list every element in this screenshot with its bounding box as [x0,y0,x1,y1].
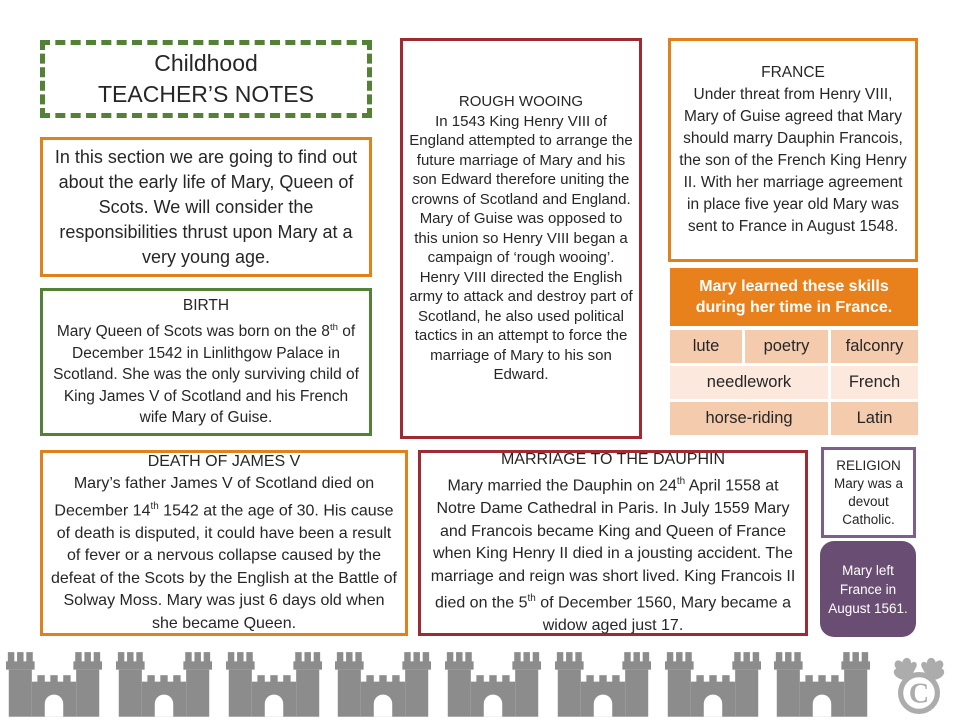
skill-cell: Latin [831,402,918,435]
castle-icon [6,652,102,717]
skill-cell: horse-riding [670,402,828,435]
skills-grid: lute poetry falconry needlework French h… [670,330,918,435]
religion-text: Mary was a devout Catholic. [833,475,904,527]
death-of-james-text: Mary’s father James V of Scotland died o… [51,475,397,632]
castle-icon [664,652,761,717]
castle-icon [445,652,541,717]
birth-text: Mary Queen of Scots was born on the 8th … [53,321,359,427]
rough-wooing-text: In 1543 King Henry VIII of England attem… [409,112,633,384]
skill-cell: falconry [831,330,918,363]
skills-table: Mary learned these skills during her tim… [670,268,918,435]
birth-box: BIRTH Mary Queen of Scots was born on th… [40,288,372,436]
skills-header: Mary learned these skills during her tim… [670,268,918,326]
title-box: Childhood TEACHER’S NOTES [40,40,372,118]
castle-border [0,649,960,717]
marriage-text: Mary married the Dauphin on 24th April 1… [430,476,796,634]
rough-wooing-box: ROUGH WOOING In 1543 King Henry VIII of … [400,38,642,439]
skill-cell: poetry [745,330,828,363]
castle-icon [335,652,432,717]
france-text: Under threat from Henry VIII, Mary of Gu… [679,86,907,235]
intro-text: In this section we are going to find out… [54,146,358,267]
skill-cell: needlework [670,366,828,399]
marriage-box: MARRIAGE TO THE DAUPHIN Mary married the… [418,450,808,636]
left-france-text: Mary left France in August 1561. [828,562,908,616]
left-france-box: Mary left France in August 1561. [820,541,916,637]
castle-icon [115,652,212,717]
marriage-title: MARRIAGE TO THE DAUPHIN [500,450,726,468]
slide-title: Childhood [154,50,258,76]
skill-cell: lute [670,330,742,363]
birth-title: BIRTH [182,297,230,315]
death-of-james-box: DEATH OF JAMES V Mary’s father James V o… [40,450,408,636]
copyright-moose-icon [884,655,954,717]
religion-box: RELIGION Mary was a devout Catholic. [821,447,916,538]
castle-icon [554,652,651,717]
rough-wooing-title: ROUGH WOOING [458,93,584,111]
skill-cell: French [831,366,918,399]
france-title: FRANCE [761,64,825,81]
france-box: FRANCE Under threat from Henry VIII, Mar… [668,38,918,262]
slide-subtitle: TEACHER’S NOTES [98,81,314,107]
intro-box: In this section we are going to find out… [40,137,372,277]
castle-icon [225,652,322,717]
religion-title: RELIGION [836,457,901,473]
death-of-james-title: DEATH OF JAMES V [147,452,301,470]
castle-icon [774,652,871,717]
